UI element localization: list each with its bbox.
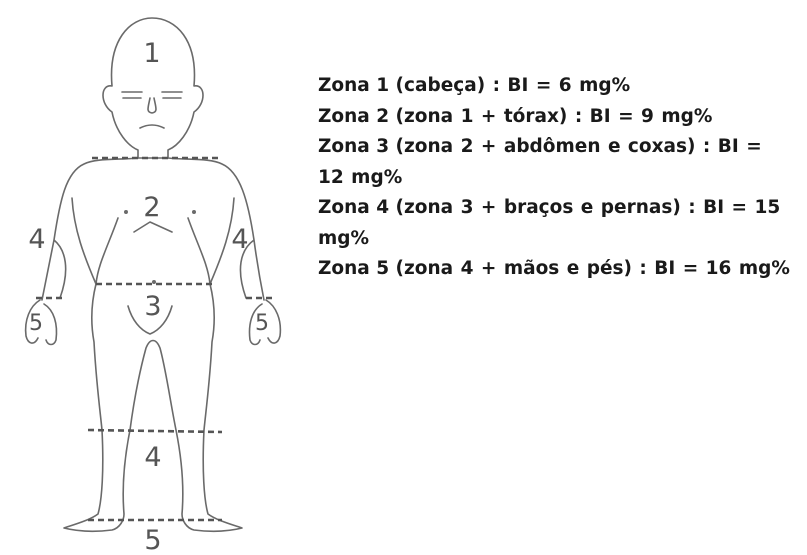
legend-entry-zone-4: Zona 4 (zona 3 + braços e pernas) : BI =… xyxy=(318,193,793,254)
chest-lines xyxy=(96,218,210,284)
nose xyxy=(148,98,156,113)
zone-label-arm-left: 4 xyxy=(28,224,45,255)
zone-label-head: 1 xyxy=(143,38,160,69)
legend-zone-description: (cabeça) : BI = 6 mg% xyxy=(396,75,631,96)
legend-zone-description: (zona 4 + mãos e pés) : BI = 16 mg% xyxy=(396,258,790,279)
legend-zone-description: (zona 1 + tórax) : BI = 9 mg% xyxy=(396,106,713,127)
zone-label-hand-left: 5 xyxy=(29,311,43,336)
zone-line-knee xyxy=(88,430,222,432)
zone-label-foot: 5 xyxy=(144,525,161,555)
mouth xyxy=(140,125,164,128)
legend-zone-name: Zona 4 xyxy=(318,197,389,218)
eye-right xyxy=(162,92,182,98)
navel xyxy=(152,280,156,284)
legend-entry-zone-1: Zona 1 (cabeça) : BI = 6 mg% xyxy=(318,71,793,102)
eye-left xyxy=(122,92,142,98)
nipple-right xyxy=(192,210,196,214)
legend-entry-zone-3: Zona 3 (zona 2 + abdômen e coxas) : BI =… xyxy=(318,132,793,193)
zone-label-abdomen: 3 xyxy=(144,291,161,322)
infant-zone-diagram: 1 2 4 4 3 5 5 4 5 xyxy=(0,0,300,555)
legend-zone-name: Zona 2 xyxy=(318,106,389,127)
zone-legend: Zona 1 (cabeça) : BI = 6 mg% Zona 2 (zon… xyxy=(318,71,793,285)
legend-zone-name: Zona 1 xyxy=(318,75,389,96)
legend-entry-zone-5: Zona 5 (zona 4 + mãos e pés) : BI = 16 m… xyxy=(318,254,793,285)
legend-zone-name: Zona 3 xyxy=(318,136,389,157)
legend-zone-name: Zona 5 xyxy=(318,258,389,279)
legend-entry-zone-2: Zona 2 (zona 1 + tórax) : BI = 9 mg% xyxy=(318,102,793,133)
zone-label-leg: 4 xyxy=(144,442,161,473)
zone-label-hand-right: 5 xyxy=(255,311,269,336)
nipple-left xyxy=(124,210,128,214)
infant-outline-svg: 1 2 4 4 3 5 5 4 5 xyxy=(0,0,300,555)
zone-label-torso: 2 xyxy=(143,192,160,223)
zone-label-arm-right: 4 xyxy=(231,224,248,255)
